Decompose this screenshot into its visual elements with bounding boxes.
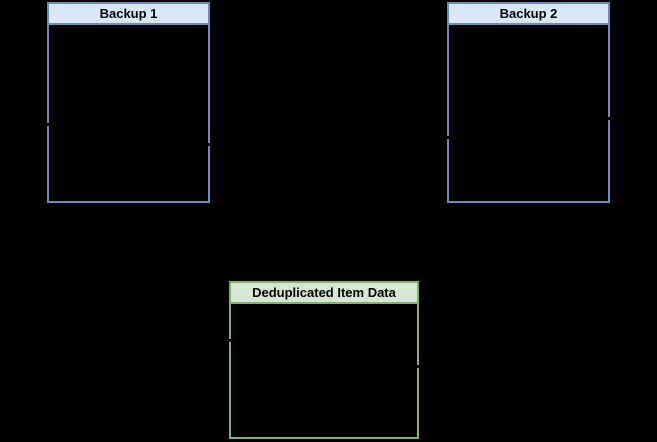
- node-deduplicated-item-data-body: [231, 304, 417, 437]
- node-deduplicated-item-data[interactable]: Deduplicated Item Data: [229, 281, 419, 439]
- connector-tick-dedup-left: [227, 339, 232, 342]
- connector-tick-backup2-left: [445, 136, 450, 139]
- node-deduplicated-item-data-header[interactable]: Deduplicated Item Data: [231, 283, 417, 304]
- connector-tick-backup2-right: [607, 117, 612, 120]
- node-backup-2-body: [449, 25, 608, 201]
- node-backup-1-title: Backup 1: [99, 6, 158, 21]
- connector-tick-dedup-right: [416, 365, 421, 368]
- node-backup-2-header[interactable]: Backup 2: [449, 4, 608, 25]
- connector-tick-backup1-left: [45, 123, 50, 126]
- node-backup-2-title: Backup 2: [499, 6, 558, 21]
- node-backup-2[interactable]: Backup 2: [447, 2, 610, 203]
- connector-tick-backup1-right: [207, 143, 212, 146]
- node-backup-1-body: [49, 25, 208, 201]
- node-backup-1[interactable]: Backup 1: [47, 2, 210, 203]
- node-backup-1-header[interactable]: Backup 1: [49, 4, 208, 25]
- node-deduplicated-item-data-title: Deduplicated Item Data: [252, 285, 396, 300]
